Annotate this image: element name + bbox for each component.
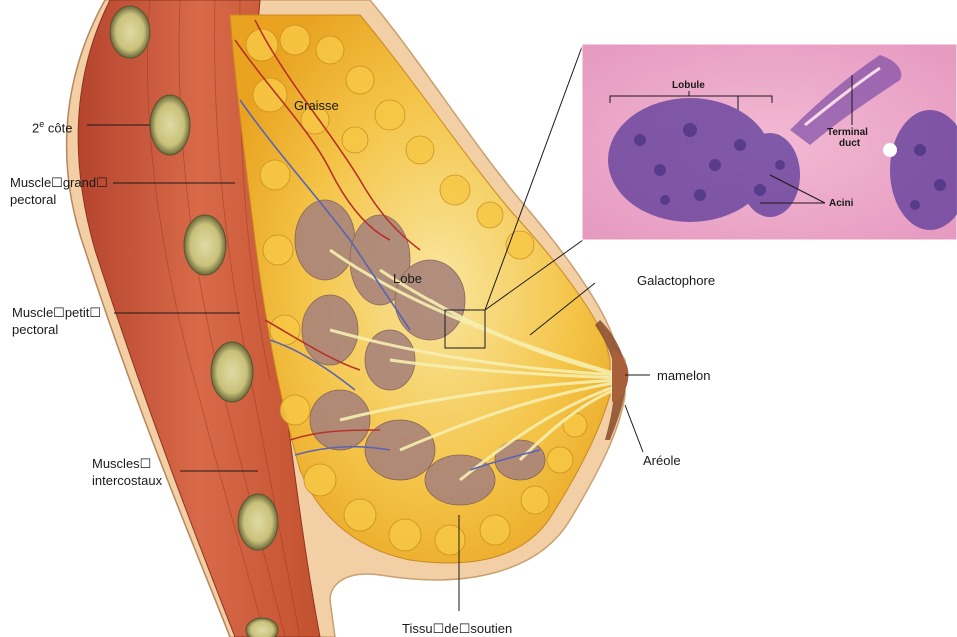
label-galactophore: Galactophore <box>637 272 715 289</box>
label-graisse: Graisse <box>294 97 339 114</box>
label-mamelon: mamelon <box>657 367 710 384</box>
inset-label-terminal-duct: Terminal duct <box>827 127 868 149</box>
inset-label-acini: Acini <box>829 198 853 209</box>
label-muscles-intercostaux: Muscles☐ intercostaux <box>92 455 162 489</box>
inset-label-lobule: Lobule <box>672 80 705 91</box>
label-2e-cote: 2e côte <box>32 116 72 136</box>
nipple <box>612 350 628 402</box>
label-muscle-petit-pectoral: Muscle☐petit☐ pectoral <box>12 304 101 338</box>
label-muscle-grand-pectoral: Muscle☐grand☐ pectoral <box>10 174 108 208</box>
label-tissu-de-soutien: Tissu☐de☐soutien <box>402 620 512 637</box>
histology-inset <box>582 44 957 240</box>
label-areole: Aréole <box>643 452 681 469</box>
label-lobe: Lobe <box>393 270 422 287</box>
